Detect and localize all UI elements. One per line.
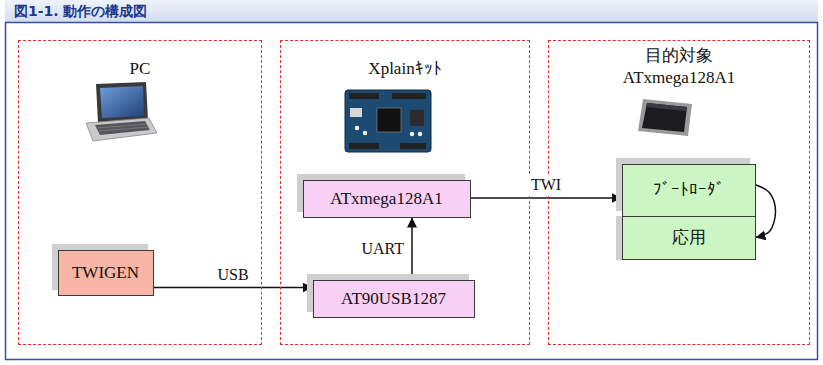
- signal-label: TWI: [529, 176, 563, 194]
- arrow-connector: [411, 218, 413, 280]
- signal-label: USB: [215, 266, 250, 284]
- panel-heading: PC: [19, 58, 261, 80]
- arrow-connector: [154, 287, 313, 289]
- outer-frame: [6, 23, 818, 360]
- figure-title: 図1-1. 動作の構成図: [14, 1, 148, 21]
- arrow-connector: [756, 185, 776, 238]
- laptop-picture: [86, 82, 157, 141]
- board-picture: [345, 90, 431, 152]
- box-label: TWIGEN: [72, 263, 139, 283]
- memory-box: 応用: [622, 216, 756, 260]
- process-box: TWIGEN: [58, 250, 154, 296]
- panel-heading: 目的対象: [549, 45, 809, 67]
- memory-box: ﾌﾞｰﾄﾛｰﾀﾞ: [622, 164, 756, 217]
- chip-box: ATxmega128A1: [303, 180, 471, 218]
- target-panel: ﾌﾞｰﾄﾛｰﾀﾞ 応用 目的対象ATxmega128A1: [548, 40, 810, 345]
- panel-heading: ATxmega128A1: [549, 67, 809, 89]
- panel-heading: Xplainｷｯﾄ: [281, 58, 529, 80]
- pc-panel: TWIGEN PC: [18, 40, 262, 345]
- box-label: 応用: [672, 228, 706, 248]
- arrow-connector: [471, 197, 622, 199]
- signal-label: UART: [359, 240, 406, 258]
- chip-box: AT90USB1287: [313, 280, 475, 318]
- chip-picture: [638, 99, 692, 136]
- kit-panel: ATxmega128A1AT90USB1287 Xplainｷｯﾄ: [280, 40, 530, 345]
- box-label: ATxmega128A1: [330, 189, 442, 209]
- box-label: AT90USB1287: [341, 289, 446, 309]
- box-label: ﾌﾞｰﾄﾛｰﾀﾞ: [653, 180, 725, 200]
- title-bar: [5, 0, 818, 22]
